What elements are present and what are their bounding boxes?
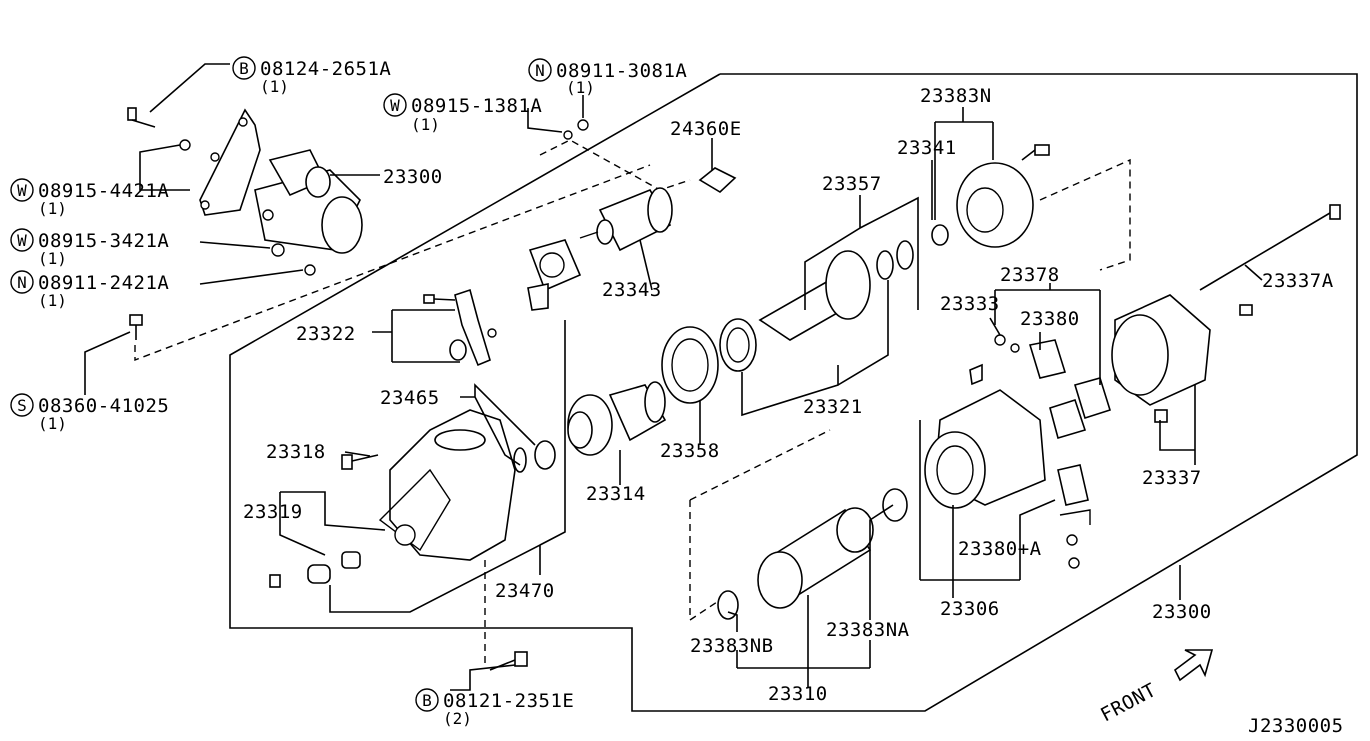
fastener-prefix: W: [17, 181, 27, 200]
fastener-08121-2351e: B 08121-2351E (2): [415, 688, 574, 728]
fastener-part-number: 08911-2421A: [38, 272, 169, 294]
part-labels: 23300 24360E 23343 23322 23465 23318 233…: [243, 85, 1334, 705]
part-label-23300-small: 23300: [383, 166, 443, 188]
fastener-quantity: (1): [38, 291, 67, 310]
shift-lever-23322-icon: [423, 288, 497, 367]
part-label-23343: 23343: [602, 279, 662, 301]
screw-08360-icon: [129, 314, 143, 340]
nut-08911-3081-icon: [577, 119, 589, 131]
part-label-23322: 23322: [296, 323, 356, 345]
fastener-prefix: W: [17, 231, 27, 250]
brush-set-23378-icon: [994, 334, 1112, 440]
callout-leaders: [84, 63, 1263, 691]
fastener-08915-1381a: W 08915-1381A (1): [383, 93, 542, 134]
fastener-quantity: (1): [411, 115, 440, 134]
fastener-part-number: 08124-2651A: [260, 58, 391, 80]
part-label-23310: 23310: [768, 683, 828, 705]
part-label-23465: 23465: [380, 387, 440, 409]
fastener-quantity: (1): [38, 414, 67, 433]
fastener-prefix: B: [239, 59, 249, 78]
gasket-plate-icon: [527, 239, 582, 311]
fastener-part-number: 08915-1381A: [411, 95, 542, 117]
fastener-quantity: (1): [38, 249, 67, 268]
fastener-prefix: S: [17, 396, 27, 415]
fastener-prefix: B: [422, 691, 432, 710]
front-arrow-icon: [1173, 649, 1214, 682]
fastener-prefix: W: [390, 96, 400, 115]
fastener-part-number: 08915-3421A: [38, 230, 169, 252]
fastener-quantity: (2): [443, 709, 472, 728]
clip-24360e-icon: [698, 167, 737, 193]
fastener-quantity: (1): [260, 77, 289, 96]
part-label-23318: 23318: [266, 441, 326, 463]
part-label-23470: 23470: [495, 580, 555, 602]
pinion-gear-23314-icon: [567, 381, 667, 456]
brush-holder-23306-icon: [924, 363, 1046, 509]
fastener-part-number: 08360-41025: [38, 395, 169, 417]
fastener-08915-3421a: W 08915-3421A (1): [10, 228, 169, 268]
bolt-23318-icon: [341, 454, 379, 470]
fastener-08911-3081a: N 08911-3081A (1): [528, 58, 687, 97]
brush-23380a-icon: [1057, 464, 1091, 569]
bushing-23319-icon: [269, 551, 361, 588]
gear-cover-23383n-icon: [956, 144, 1050, 248]
bolt-08124-icon: [127, 107, 156, 128]
part-label-23380: 23380: [1020, 308, 1080, 330]
fastener-quantity: (1): [566, 78, 595, 97]
part-label-23341: 23341: [897, 137, 957, 159]
fastener-part-number: 08121-2351E: [443, 690, 574, 712]
washer-08915-4421-icon: [179, 139, 191, 151]
fastener-prefix: N: [17, 273, 27, 292]
bolt-08121-icon: [489, 651, 528, 671]
nut-08911-2421-icon: [304, 264, 316, 276]
clutch-washer-23358-icon: [661, 318, 757, 404]
part-label-23314: 23314: [586, 483, 646, 505]
armature-23310-icon: [717, 488, 908, 620]
washer-08915-3421-icon: [271, 243, 285, 257]
starter-motor-small: [199, 108, 363, 254]
fastener-08360-41025: S 08360-41025 (1): [10, 393, 169, 433]
diagram-id: J2330005: [1248, 715, 1344, 736]
dashed-leaders: [134, 139, 1131, 665]
part-label-23337: 23337: [1142, 467, 1202, 489]
part-label-23380-a: 23380+A: [958, 538, 1042, 560]
part-label-23358: 23358: [660, 440, 720, 462]
part-label-23300-main: 23300: [1152, 601, 1212, 623]
part-label-23383na: 23383NA: [826, 619, 910, 641]
fastener-08915-4421a: W 08915-4421A (1): [10, 178, 169, 218]
fastener-part-number: 08915-4421A: [38, 180, 169, 202]
front-label: FRONT: [1097, 679, 1160, 726]
fastener-quantity: (1): [38, 199, 67, 218]
part-label-23321: 23321: [803, 396, 863, 418]
drive-shaft-23357-icon: [758, 224, 949, 341]
part-label-23383nb: 23383NB: [690, 635, 774, 657]
fastener-08124-2651a: B 08124-2651A (1): [232, 56, 391, 96]
part-label-24360e: 24360E: [670, 118, 742, 140]
part-label-23333: 23333: [940, 293, 1000, 315]
part-label-23306: 23306: [940, 598, 1000, 620]
washer-08915-1381-icon: [563, 130, 573, 140]
solenoid-23343-icon: [579, 187, 673, 252]
rear-cover-23337-icon: [1111, 204, 1341, 423]
part-label-23378: 23378: [1000, 264, 1060, 286]
fastener-prefix: N: [535, 61, 545, 80]
assembly-boundary: [229, 73, 1358, 712]
fastener-08911-2421a: N 08911-2421A (1): [10, 270, 169, 310]
part-label-23319: 23319: [243, 501, 303, 523]
fastener-part-number: 08911-3081A: [556, 60, 687, 82]
part-label-23357: 23357: [822, 173, 882, 195]
part-label-23383n: 23383N: [920, 85, 992, 107]
front-housing-icon: [378, 409, 556, 561]
part-label-23337a: 23337A: [1262, 270, 1334, 292]
